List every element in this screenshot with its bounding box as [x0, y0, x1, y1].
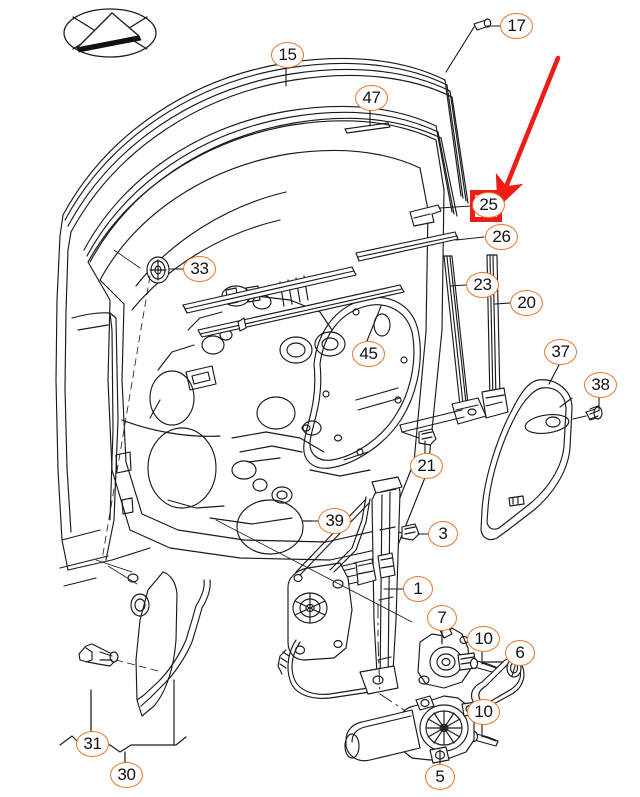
- part-10-screw-lower: [469, 730, 499, 747]
- part-20-guide-rail: [481, 254, 509, 419]
- door-inner-panel: [87, 120, 445, 561]
- callout-23[interactable]: 23: [466, 272, 499, 298]
- callout-21[interactable]: 21: [410, 453, 443, 479]
- callout-31[interactable]: 31: [76, 731, 109, 757]
- callout-33[interactable]: 33: [183, 256, 216, 282]
- callout-30[interactable]: 30: [110, 762, 143, 788]
- callout-25[interactable]: 25: [472, 192, 505, 218]
- callout-38[interactable]: 38: [584, 372, 617, 398]
- part-30-mirror-trim: [59, 555, 211, 717]
- door-outer-skin: [55, 214, 151, 571]
- callout-10-upper[interactable]: 10: [467, 626, 500, 652]
- red-annotation-arrow: [495, 55, 561, 209]
- view-direction-symbol: [63, 8, 157, 58]
- callout-20[interactable]: 20: [510, 290, 543, 316]
- belt-line-moulding: [182, 266, 405, 338]
- callout-39[interactable]: 39: [318, 508, 351, 534]
- part-33-grommet: [101, 249, 170, 561]
- part-10-screw-upper: [469, 657, 499, 674]
- part-39-cover: [236, 499, 313, 555]
- part-45-inner-seal: [303, 296, 421, 469]
- callout-1[interactable]: 1: [403, 576, 433, 602]
- callout-47[interactable]: 47: [355, 85, 388, 111]
- part-1-window-regulator: [215, 476, 413, 699]
- callout-17[interactable]: 17: [500, 13, 533, 39]
- callout-leaders: [90, 25, 600, 765]
- callout-6[interactable]: 6: [505, 640, 535, 666]
- part-38-screw: [572, 405, 603, 421]
- callout-45[interactable]: 45: [352, 341, 385, 367]
- part-23-lower-bracket: [399, 397, 487, 433]
- part-21-nut: [401, 428, 437, 446]
- callout-3[interactable]: 3: [428, 521, 458, 547]
- part-37-corner-trim: [480, 379, 573, 541]
- callout-10-lower[interactable]: 10: [467, 699, 500, 725]
- part-25-bracket: [409, 204, 442, 227]
- callout-26[interactable]: 26: [485, 224, 518, 250]
- part-5-motor: [344, 603, 479, 764]
- part-23-guide-rail: [443, 255, 469, 407]
- callout-5[interactable]: 5: [425, 764, 455, 790]
- part-26-moulding: [355, 231, 459, 262]
- part-31-rivet: [78, 643, 163, 673]
- callout-15[interactable]: 15: [271, 42, 304, 68]
- callout-7[interactable]: 7: [427, 605, 457, 631]
- callout-37[interactable]: 37: [544, 339, 577, 365]
